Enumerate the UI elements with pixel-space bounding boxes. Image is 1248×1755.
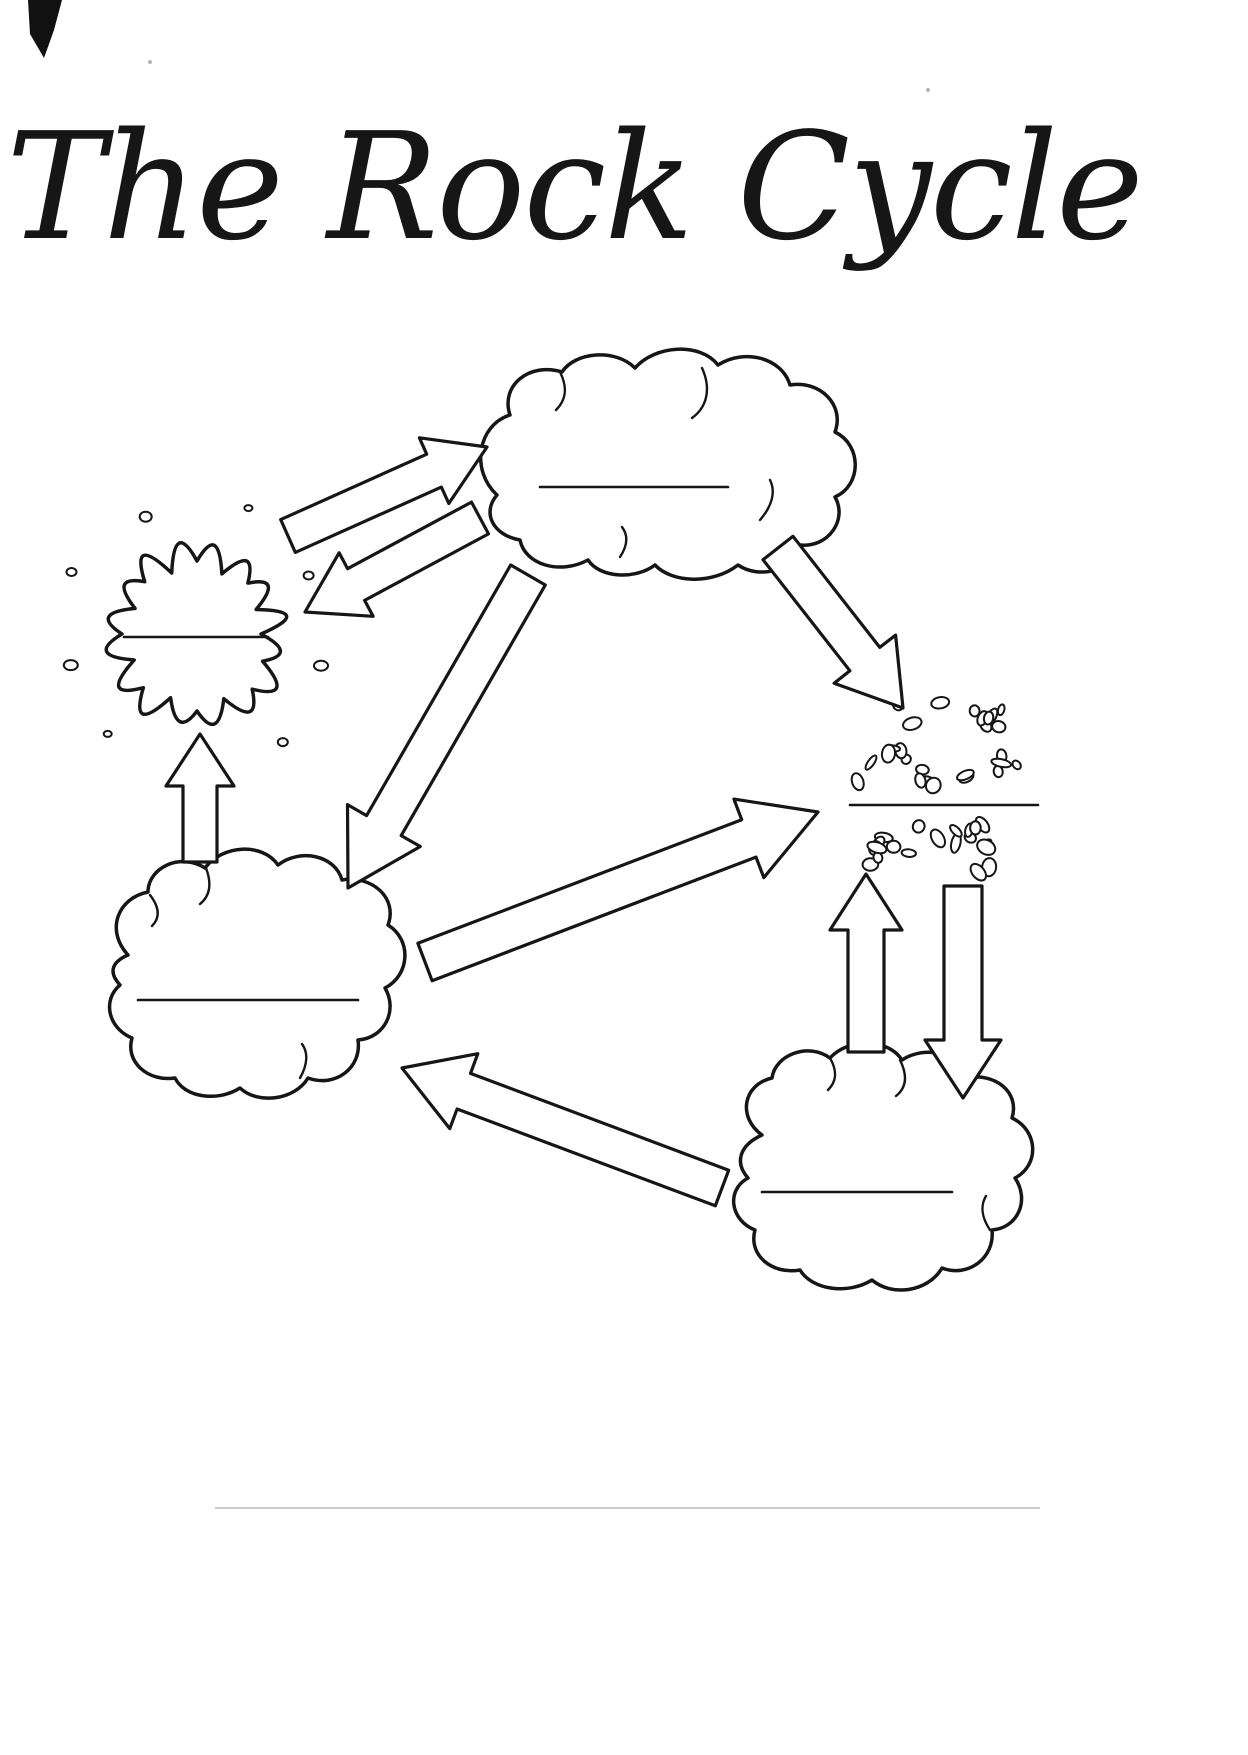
- bottom-right-rock-shape: [732, 1041, 1035, 1292]
- arrow-top-rock-to-left-rock: [345, 563, 547, 890]
- splat-droplet: [62, 659, 79, 672]
- bottom-right-rock-node: [732, 1041, 1035, 1292]
- sediment-pebble: [996, 703, 1006, 717]
- splat-droplet: [313, 659, 329, 672]
- sediment-pebble: [850, 772, 865, 792]
- bottom-right-rock-texture: [826, 1056, 992, 1232]
- splat-droplet: [65, 567, 78, 577]
- sediment-pebble: [990, 757, 1013, 769]
- splat-droplet: [302, 570, 315, 581]
- scan-speck: [148, 60, 152, 64]
- sediments-node: [848, 696, 1040, 882]
- splat-droplet: [102, 729, 113, 738]
- splat-shape: [104, 540, 289, 727]
- arrow-left-rock-to-splat: [164, 732, 236, 864]
- arrow-sediments-to-bottom-right-rock: [923, 884, 1003, 1100]
- sediment-pebble: [911, 819, 926, 834]
- arrows-layer: [164, 436, 1003, 1208]
- sediment-pebble: [930, 696, 951, 710]
- sediment-pebble: [949, 823, 963, 838]
- page-title: The Rock Cycle: [6, 101, 1141, 273]
- sediment-pebble: [929, 828, 947, 849]
- splat-droplet: [138, 510, 153, 523]
- arrow-bottom-right-rock-to-sediments: [828, 872, 904, 1054]
- sediments-lower-cluster: [861, 815, 998, 882]
- sediment-pebble: [902, 716, 923, 731]
- left-rock-texture: [148, 866, 308, 1080]
- arrow-top-rock-to-splat: [303, 500, 491, 618]
- arrow-top-rock-to-sediments: [761, 534, 905, 710]
- sediment-pebble: [924, 776, 942, 795]
- sediment-pebble: [885, 839, 902, 854]
- scan-artifact-mark: [28, 0, 62, 58]
- top-rock-texture: [554, 366, 774, 559]
- sediment-pebble: [1011, 759, 1022, 771]
- sediment-pebble: [968, 704, 981, 718]
- arrow-splat-to-top-rock: [279, 436, 489, 555]
- sediment-pebble: [914, 772, 927, 789]
- left-rock-shape: [107, 847, 407, 1100]
- scan-speck: [926, 88, 930, 92]
- splat-node: [62, 504, 329, 765]
- sediment-pebble: [969, 862, 987, 882]
- sediment-pebble: [880, 743, 897, 764]
- sediment-pebble: [866, 840, 888, 855]
- top-rock-shape: [479, 347, 857, 581]
- sediment-pebble: [982, 710, 995, 726]
- sediments-upper-cluster: [850, 696, 1022, 795]
- arrow-bottom-right-rock-to-left-rock: [400, 1052, 731, 1208]
- arrow-left-rock-to-sediments: [416, 797, 820, 983]
- sediment-pebble: [969, 820, 982, 836]
- sediment-pebble: [864, 754, 878, 771]
- top-rock-node: [479, 347, 857, 581]
- sediment-pebble: [900, 848, 917, 858]
- left-rock-node: [107, 847, 407, 1100]
- sediment-pebble: [991, 720, 1007, 734]
- sediment-pebble: [956, 768, 975, 782]
- splat-droplet: [276, 737, 289, 748]
- sediment-pebble: [976, 838, 997, 856]
- splat-droplet: [243, 504, 254, 513]
- splat-shape-holder: [62, 504, 329, 765]
